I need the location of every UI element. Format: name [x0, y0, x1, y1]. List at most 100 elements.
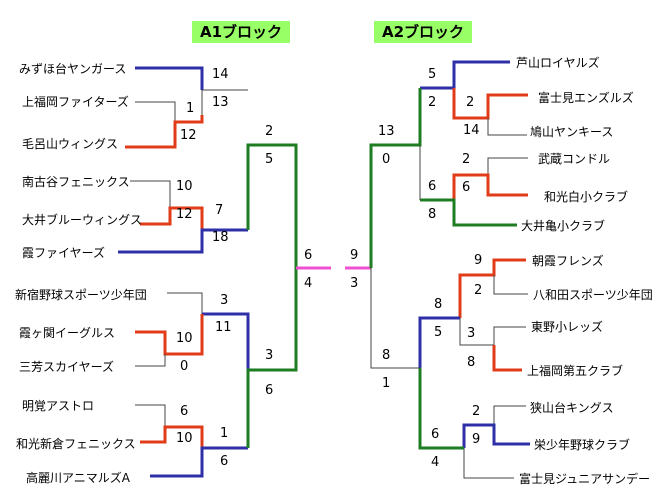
- team-name: 霞ヶ関イーグルス: [19, 326, 116, 340]
- score: 12: [176, 207, 193, 222]
- bracket-line: [462, 423, 530, 448]
- bracket-line: [418, 368, 464, 450]
- score: 2: [462, 152, 471, 167]
- score: 3: [350, 276, 359, 291]
- bracket-line: [420, 60, 510, 90]
- team-name: 芦山ロイヤルズ: [516, 56, 600, 70]
- team-name: 東野小レッズ: [531, 320, 604, 334]
- score: 8: [434, 297, 443, 312]
- team-name: 和光新倉フェニックス: [16, 437, 136, 451]
- team-name: 南古谷フェニックス: [22, 175, 130, 189]
- score: 2: [265, 124, 274, 139]
- bracket-line: [370, 268, 420, 369]
- score: 8: [428, 207, 437, 222]
- team-name: 新宿野球スポーツ少年団: [15, 288, 147, 302]
- score: 4: [304, 276, 313, 291]
- score: 14: [212, 67, 229, 82]
- score: 10: [176, 331, 193, 346]
- score: 6: [462, 180, 471, 195]
- score: 2: [474, 283, 483, 298]
- bracket-line: [458, 258, 526, 318]
- score: 2: [472, 404, 481, 419]
- score: 8: [382, 348, 391, 363]
- score: 12: [180, 128, 197, 143]
- score: 3: [467, 326, 476, 341]
- bracket-line: [492, 345, 522, 372]
- block-a1-title: A1ブロック: [192, 21, 290, 43]
- team-name: 狭山台キングス: [530, 401, 614, 415]
- bracket-line: [246, 268, 298, 448]
- score: 3: [220, 293, 229, 308]
- bracket-line: [369, 88, 422, 268]
- score: 13: [212, 95, 229, 110]
- score: 1: [186, 101, 195, 116]
- score: 9: [474, 253, 483, 268]
- bracket-line: [150, 446, 248, 478]
- score: 8: [467, 355, 476, 370]
- block-a2-title: A2ブロック: [374, 21, 472, 43]
- team-name: 富士見ジュニアサンデー: [519, 472, 651, 486]
- score: 7: [215, 203, 224, 218]
- bracket-line: [118, 228, 248, 254]
- team-name: 大井ブルーウィングス: [22, 213, 143, 227]
- bracket-line: [246, 143, 298, 268]
- bracket-line: [130, 180, 171, 208]
- score: 3: [265, 348, 274, 363]
- team-name: 高麗川アニマルズA: [26, 471, 130, 485]
- score: 6: [220, 454, 229, 469]
- bracket-line: [487, 118, 527, 136]
- bracket-line: [135, 404, 166, 427]
- score: 10: [176, 431, 193, 446]
- bracket-line: [135, 66, 204, 90]
- score: 10: [176, 179, 193, 194]
- team-name: 八和田スポーツ少年団: [533, 288, 653, 302]
- team-name: 霞ファイヤーズ: [22, 246, 106, 260]
- team-name: 上福岡第五クラブ: [527, 364, 624, 378]
- bracket-line: [487, 157, 528, 175]
- score: 6: [431, 427, 440, 442]
- team-name: 明覚アストロ: [22, 399, 95, 413]
- score: 18: [212, 230, 229, 245]
- score: 6: [265, 383, 274, 398]
- team-name: 和光白小クラブ: [544, 190, 629, 204]
- score: 6: [304, 248, 313, 263]
- team-name: 朝霞フレンズ: [532, 254, 604, 268]
- team-name: 毛呂山ウィングス: [22, 137, 119, 151]
- score: 6: [180, 404, 189, 419]
- bracket-line: [140, 206, 204, 230]
- bracket-line: [418, 316, 460, 368]
- team-name: 富士見エンズルズ: [538, 91, 634, 105]
- bracket-line: [135, 101, 176, 122]
- bracket-line: [463, 448, 514, 479]
- team-name: 大井亀小クラブ: [521, 219, 606, 233]
- bracket-line: [140, 425, 204, 448]
- score: 5: [265, 152, 274, 167]
- bracket-line: [493, 405, 526, 425]
- score: 11: [215, 320, 232, 335]
- bracket-line: [125, 115, 204, 149]
- score: 5: [434, 325, 443, 340]
- bracket-line: [167, 292, 203, 314]
- team-name: 武蔵コンドル: [538, 152, 611, 166]
- bracket-line: [420, 198, 517, 227]
- score: 1: [382, 376, 391, 391]
- bracket-line: [202, 312, 250, 370]
- score: 14: [463, 123, 480, 138]
- bracket-line: [452, 173, 528, 200]
- score: 9: [472, 432, 481, 447]
- score: 1: [220, 426, 229, 441]
- bracket-line: [135, 354, 166, 367]
- score: 4: [431, 455, 440, 470]
- score: 9: [350, 248, 359, 263]
- score: 0: [382, 152, 391, 167]
- score: 13: [378, 124, 395, 139]
- team-name: 鳩山ヤンキース: [530, 125, 614, 139]
- score: 5: [428, 67, 437, 82]
- score: 2: [466, 95, 475, 110]
- bracket-line: [493, 275, 528, 295]
- team-name: 栄少年野球クラブ: [534, 438, 631, 452]
- team-name: 三芳スカイヤーズ: [19, 360, 115, 374]
- team-name: みずほ台ヤンガース: [19, 62, 127, 76]
- score: 0: [180, 359, 189, 374]
